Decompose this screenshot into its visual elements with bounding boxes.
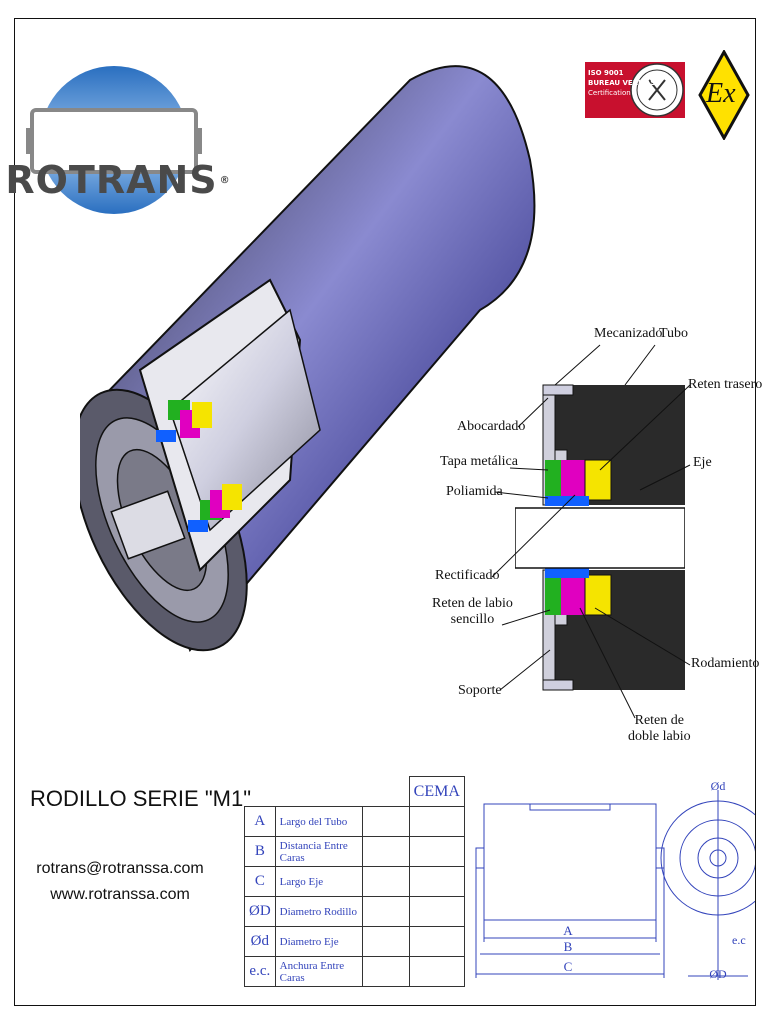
series-title: RODILLO SERIE "M1": [30, 786, 252, 811]
iso-certification-badge: ISO 9001 BUREAU VERITAS Certification: [585, 60, 685, 120]
dim-label-od: ØD: [709, 967, 727, 981]
roller-cross-section: [515, 384, 685, 691]
label-tubo: Tubo: [659, 326, 689, 341]
dimension-drawing: A B C Ød e.c ØD: [475, 780, 755, 981]
label-tapa-metalica: Tapa metálica: [440, 454, 518, 469]
roller-3d-illustration: [80, 65, 536, 652]
brand-name: ROTRANS®: [5, 158, 231, 202]
cema-header: CEMA: [408, 776, 465, 807]
contact-email[interactable]: rotrans@rotranssa.com: [36, 860, 204, 877]
contact-website[interactable]: www.rotranssa.com: [50, 886, 190, 903]
label-rodamiento: Rodamiento: [691, 656, 760, 671]
cert-iso: ISO 9001: [588, 69, 624, 77]
atex-symbol: Ex: [706, 78, 736, 109]
dim-label-ec: e.c: [732, 933, 746, 947]
label-eje: Eje: [693, 455, 712, 470]
dim-label-a: A: [563, 923, 573, 938]
label-reten-trasero: Reten trasero: [688, 377, 763, 392]
label-rectificado: Rectificado: [435, 568, 500, 583]
cert-certification: Certification: [588, 89, 631, 97]
dim-label-b: B: [564, 939, 573, 954]
brand-logo: ROTRANS®: [5, 40, 231, 250]
page-frame: [14, 18, 756, 1006]
spec-row-ec: e.c.Anchura Entre Caras: [244, 956, 465, 987]
label-poliamida: Poliamida: [446, 484, 503, 499]
cert-bureau: BUREAU VERITAS: [588, 79, 656, 87]
spec-table-header-row: CEMA: [245, 776, 465, 807]
dim-label-id: Ød: [711, 780, 726, 793]
atex-ex-icon: Ex: [698, 48, 750, 142]
dim-label-c: C: [564, 959, 573, 974]
label-abocardado: Abocardado: [457, 419, 526, 434]
label-mecanizado: Mecanizado: [594, 326, 663, 341]
label-soporte: Soporte: [458, 683, 502, 698]
